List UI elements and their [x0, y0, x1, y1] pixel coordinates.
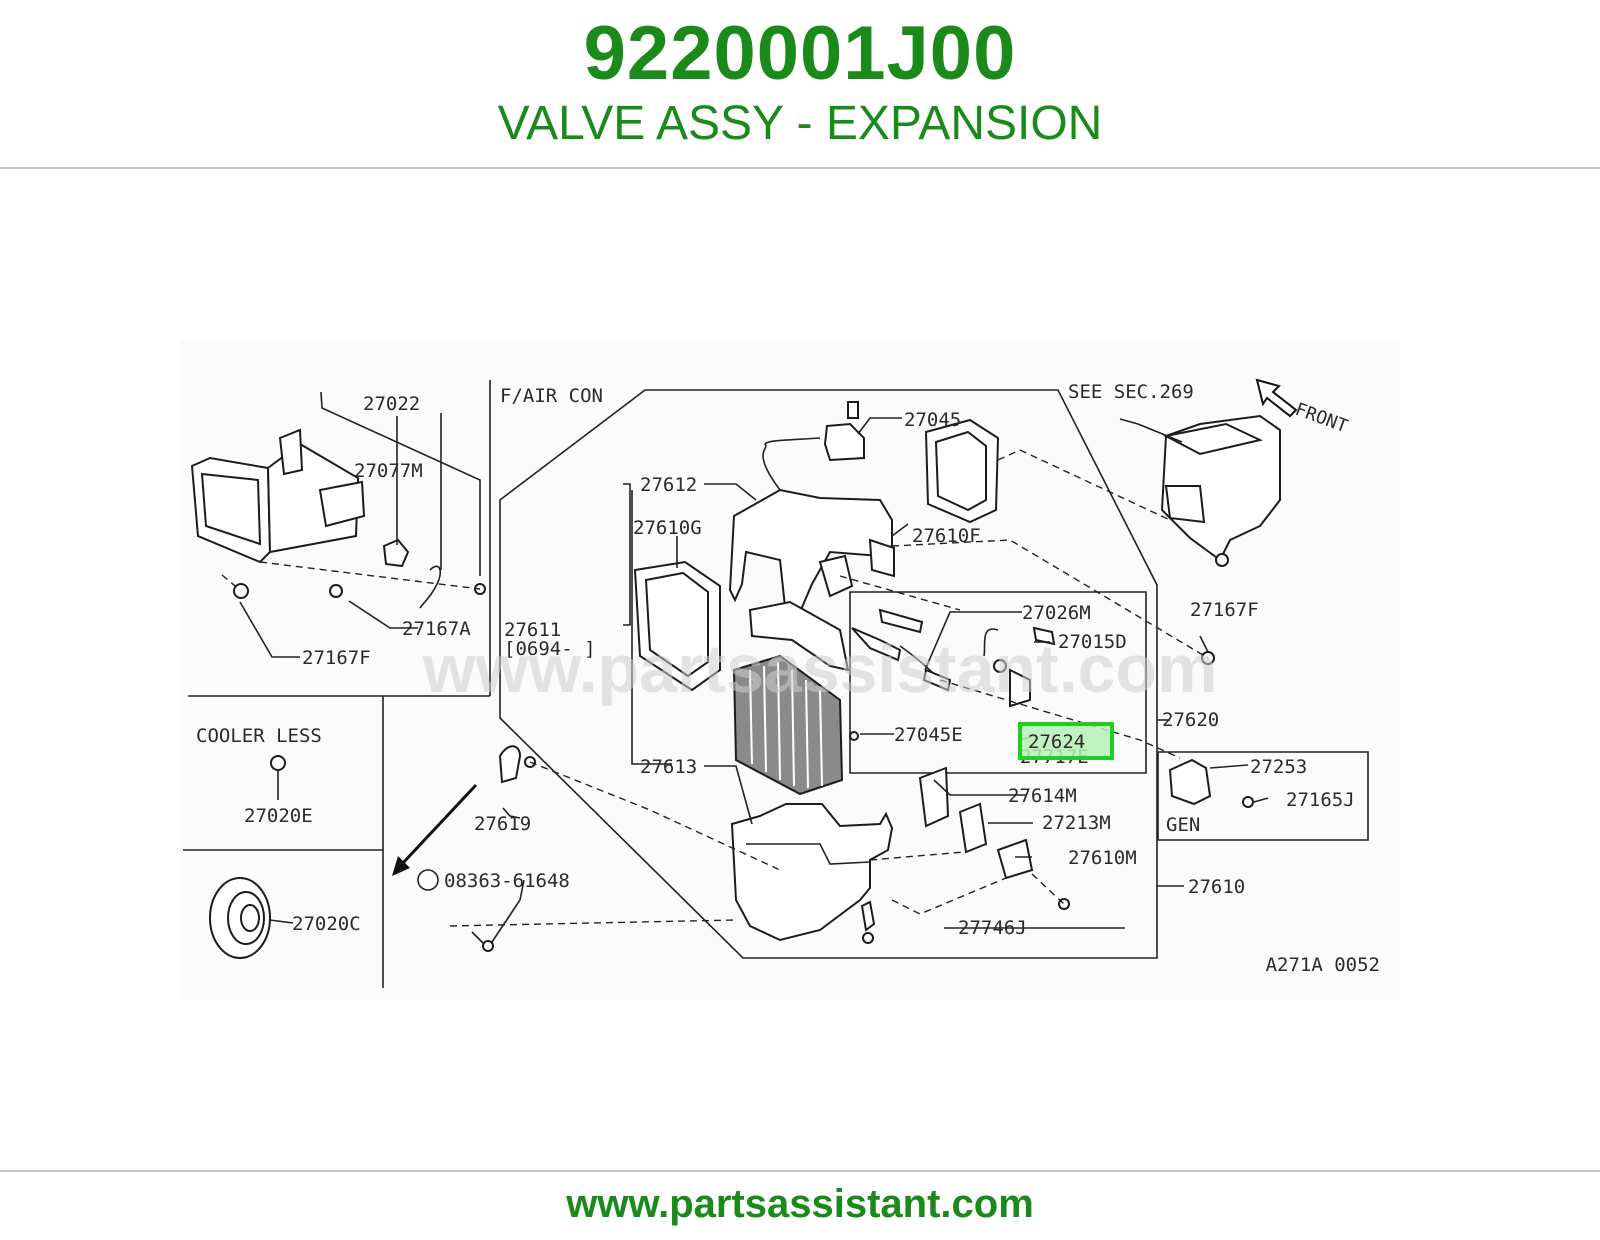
dashed-relations: [449, 449, 1209, 927]
main-leaders: [269, 417, 1269, 943]
lower-case-drawing: [730, 803, 894, 944]
seal-27610f-drawing: [924, 418, 1000, 524]
gen-subpanel-frame: [1157, 751, 1369, 841]
gen-label: GEN: [1166, 814, 1200, 836]
callout-27611: 27611: [504, 619, 561, 641]
callout-27020c: 27020C: [292, 913, 361, 935]
callout-27610g: 27610G: [633, 517, 702, 539]
callout-27746j: 27746J: [958, 917, 1027, 939]
callout-27077m: 27077M: [354, 460, 423, 482]
valve-subassembly-frame: [849, 591, 1147, 774]
callout-27167a: 27167A: [402, 618, 471, 640]
see-section-label: SEE SEC.269: [1068, 381, 1194, 403]
callout-27020e: 27020E: [244, 805, 313, 827]
callout-27610: 27610: [1188, 876, 1245, 898]
parts-diagram: www.partsassistant.com F/AIR CON SEE SEC…: [180, 340, 1400, 1000]
callout-27624-highlighted[interactable]: 27624: [1028, 731, 1085, 753]
seal-27610g-drawing: [633, 560, 721, 692]
callout-27167f-left: 27167F: [302, 647, 371, 669]
callout-27026m: 27026M: [1022, 602, 1091, 624]
part-name-subtitle: VALVE ASSY - EXPANSION: [497, 97, 1103, 150]
drawing-code-label: A271A 0052: [1266, 954, 1380, 976]
callout-27167f-right: 27167F: [1190, 599, 1259, 621]
grommet-27020c-drawing: [209, 877, 271, 959]
blower-unit-drawing: [1160, 414, 1281, 567]
header-divider: [0, 167, 1600, 169]
callout-27610f: 27610F: [912, 525, 981, 547]
callout-27165j: 27165J: [1286, 789, 1355, 811]
panel-frames: [183, 380, 491, 988]
upper-case-drawing: [728, 401, 895, 618]
callout-27614m: 27614M: [1008, 785, 1077, 807]
sealant-symbol-icon: [417, 869, 439, 891]
diagram-watermark: www.partsassistant.com: [422, 631, 1218, 707]
bolt-08363-drawing: [471, 931, 494, 952]
direction-arrow: [392, 783, 478, 876]
callout-27045e: 27045E: [894, 724, 963, 746]
highlight-box: [1018, 722, 1114, 760]
section-title-label: F/AIR CON: [500, 385, 603, 407]
part-number-title: 9220001J00: [583, 11, 1017, 96]
gen-bracket-drawing: [1168, 758, 1254, 808]
blower-duct-drawing: [190, 428, 486, 609]
callout-27213m: 27213M: [1042, 812, 1111, 834]
callout-27610m: 27610M: [1068, 847, 1137, 869]
callout-27612: 27612: [640, 474, 697, 496]
footer-website-link[interactable]: www.partsassistant.com: [566, 1182, 1034, 1226]
front-arrow-icon: [1255, 378, 1298, 418]
cooler-less-nut-drawing: [270, 755, 286, 800]
cooler-less-label: COOLER LESS: [196, 725, 322, 747]
fair-con-section-outline: [499, 389, 1158, 959]
callout-27613: 27613: [640, 756, 697, 778]
callout-27022: 27022: [363, 393, 420, 415]
callout-27619: 27619: [474, 813, 531, 835]
evaporator-core-drawing: [732, 600, 1056, 796]
callout-27620: 27620: [1162, 709, 1219, 731]
footer-divider: [0, 1170, 1600, 1172]
callout-27015d: 27015D: [1058, 631, 1127, 653]
callout-27045: 27045: [904, 409, 961, 431]
callout-27253: 27253: [1250, 756, 1307, 778]
callout-08363-61648: 08363-61648: [444, 870, 570, 892]
callout-27611-date: [0694- ]: [504, 638, 596, 660]
blower-duct-leaders: [221, 391, 481, 658]
